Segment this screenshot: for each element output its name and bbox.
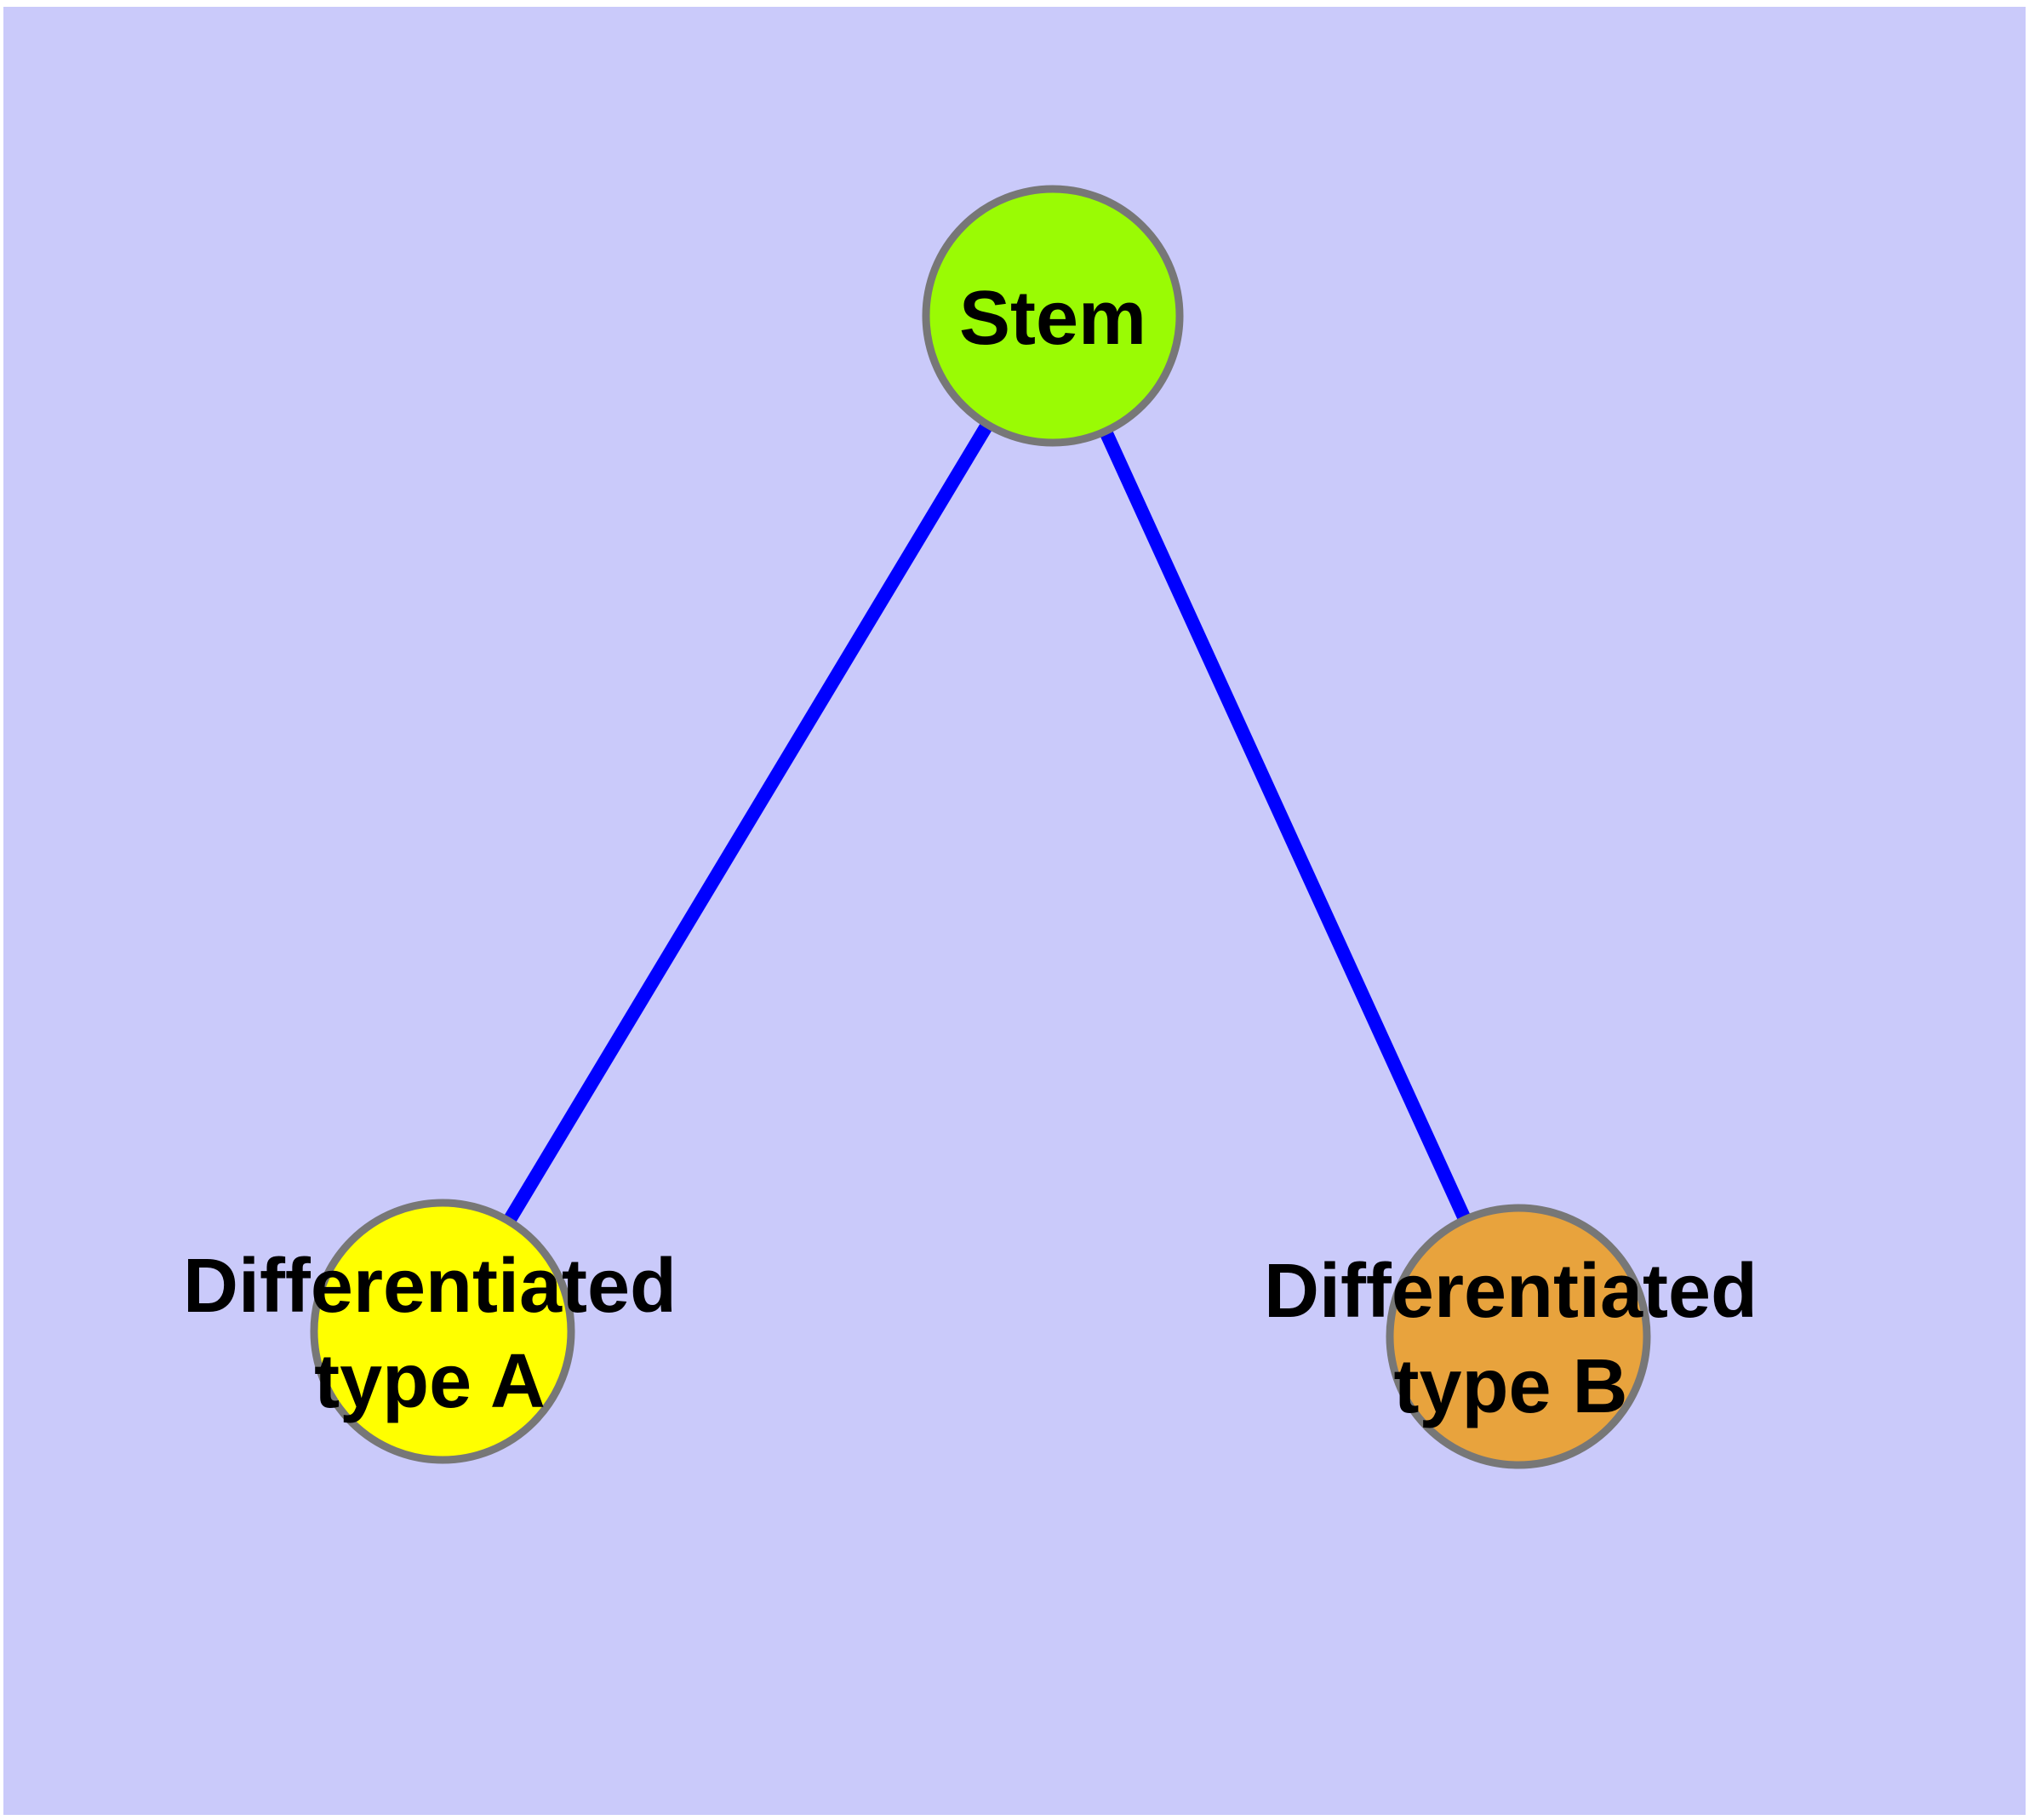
node-layer <box>310 185 1651 1469</box>
node-differentiated-type-a <box>310 1199 575 1464</box>
edge-stem-to-type-b <box>1046 312 1525 1340</box>
node-type-b-label-line2: type B <box>1393 1344 1627 1429</box>
node-stem <box>922 185 1184 447</box>
edge-layer <box>437 312 1525 1340</box>
node-type-a-label-line1: Differentiated <box>183 1244 677 1329</box>
edge-stem-to-type-a <box>437 312 1059 1336</box>
node-type-b-label-line1: Differentiated <box>1264 1249 1758 1334</box>
node-stem-label: Stem <box>959 276 1146 361</box>
label-layer: Stem Differentiated type A Differentiate… <box>183 276 1758 1429</box>
node-differentiated-type-b <box>1386 1204 1651 1469</box>
node-type-a-label-line2: type A <box>314 1339 546 1424</box>
